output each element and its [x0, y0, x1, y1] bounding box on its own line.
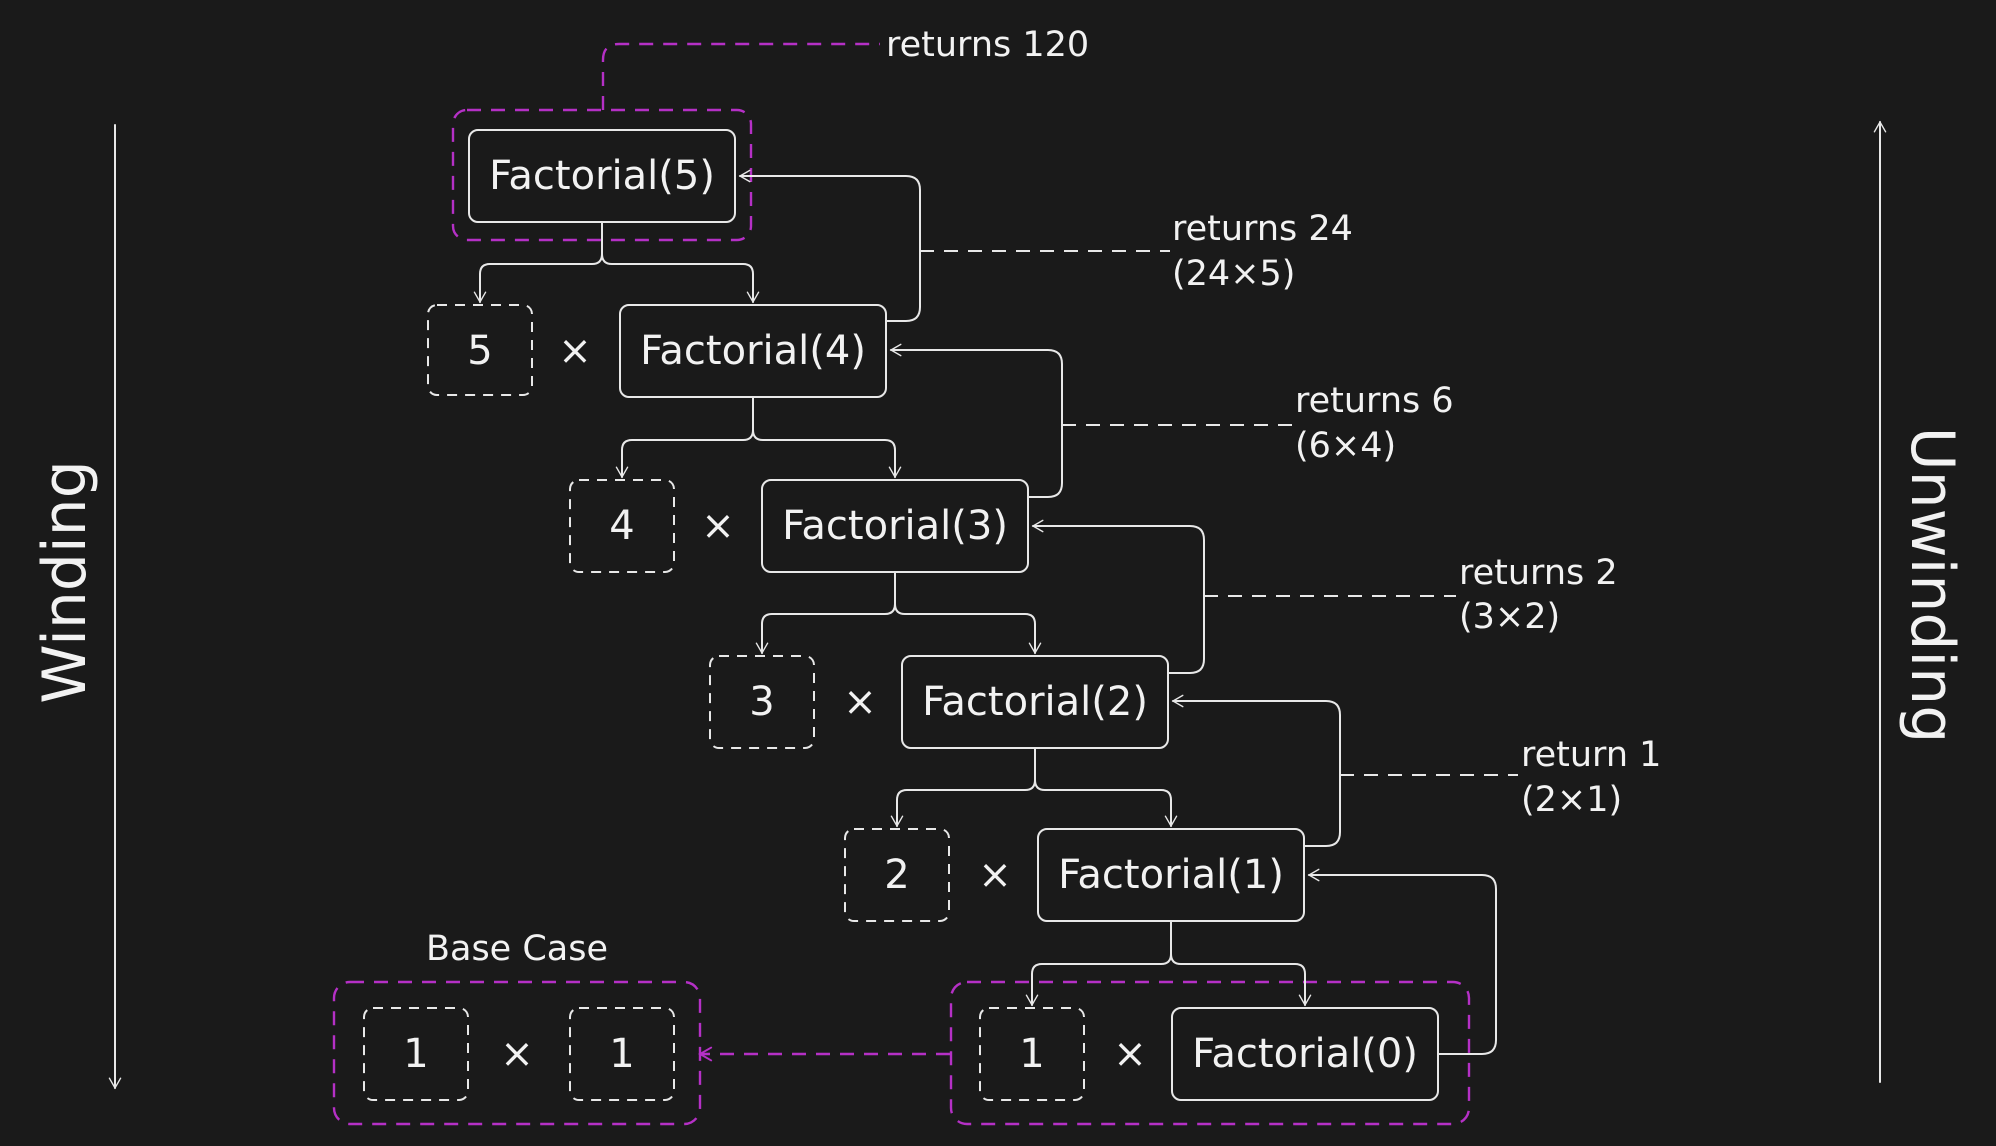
times-4: ×	[978, 852, 1012, 898]
return-detail-1: (2×1)	[1521, 780, 1622, 820]
call-text-factorial-1: Factorial(1)	[1058, 852, 1284, 898]
call-text-factorial-4: Factorial(4)	[640, 328, 866, 374]
multiplier-5: 5	[467, 328, 492, 374]
return-detail-2: (3×2)	[1459, 597, 1560, 637]
return-arrow-0-to-1	[1307, 868, 1497, 1055]
return-label-1: return 1	[1521, 735, 1661, 775]
multiplier-box-4	[569, 479, 675, 573]
call-text-factorial-0: Factorial(0)	[1192, 1031, 1418, 1077]
fork-arrow-2	[890, 747, 1036, 828]
return-label-6: returns 6	[1295, 381, 1454, 421]
return-label-2: returns 2	[1459, 553, 1618, 593]
call-text-factorial-3: Factorial(3)	[782, 503, 1008, 549]
fork-arrow-4	[615, 396, 754, 479]
return-connector-top	[601, 42, 880, 110]
multiplier-2: 2	[884, 852, 909, 898]
return-arrow-4-to-5	[738, 169, 921, 322]
multiplier-box-2	[844, 828, 950, 922]
return-arrow-2-to-3	[1031, 519, 1205, 674]
times-2: ×	[701, 503, 735, 549]
return-arrow-3-to-4	[889, 343, 1063, 498]
return-arrow-1-to-2	[1171, 694, 1341, 847]
return-label-24: returns 24	[1172, 209, 1353, 249]
multiplier-3: 3	[749, 679, 774, 725]
base-case-times: ×	[500, 1031, 534, 1077]
multiplier-4: 4	[609, 503, 634, 549]
multiplier-box-1	[979, 1007, 1085, 1101]
base-case-left-box	[363, 1007, 469, 1101]
fork-arrow-3b	[894, 603, 1042, 655]
multiplier-box-5	[427, 304, 533, 396]
multiplier-box-3	[709, 655, 815, 749]
fork-arrow-2b	[1034, 779, 1178, 828]
base-case-right-box	[569, 1007, 675, 1101]
base-case-right: 1	[609, 1031, 634, 1077]
winding-label: Winding	[30, 460, 100, 704]
base-case-left: 1	[403, 1031, 428, 1077]
return-detail-24: (24×5)	[1172, 254, 1295, 294]
call-text-factorial-2: Factorial(2)	[922, 679, 1148, 725]
multiplier-1: 1	[1019, 1031, 1044, 1077]
unwinding-label: Unwinding	[1897, 427, 1967, 744]
fork-arrow-4b	[752, 429, 902, 479]
times-5: ×	[1113, 1031, 1147, 1077]
return-label-120: returns 120	[886, 25, 1089, 65]
fork-arrow-5	[473, 221, 603, 304]
base-case-title: Base Case	[426, 929, 608, 969]
times-3: ×	[843, 679, 877, 725]
return-detail-6: (6×4)	[1295, 426, 1396, 466]
fork-arrow-1b	[1170, 953, 1312, 1007]
call-text-factorial-5: Factorial(5)	[489, 153, 715, 199]
times-1: ×	[558, 328, 592, 374]
fork-arrow-1	[1025, 920, 1172, 1007]
fork-arrow-5b	[601, 253, 760, 304]
fork-arrow-3	[755, 571, 896, 655]
